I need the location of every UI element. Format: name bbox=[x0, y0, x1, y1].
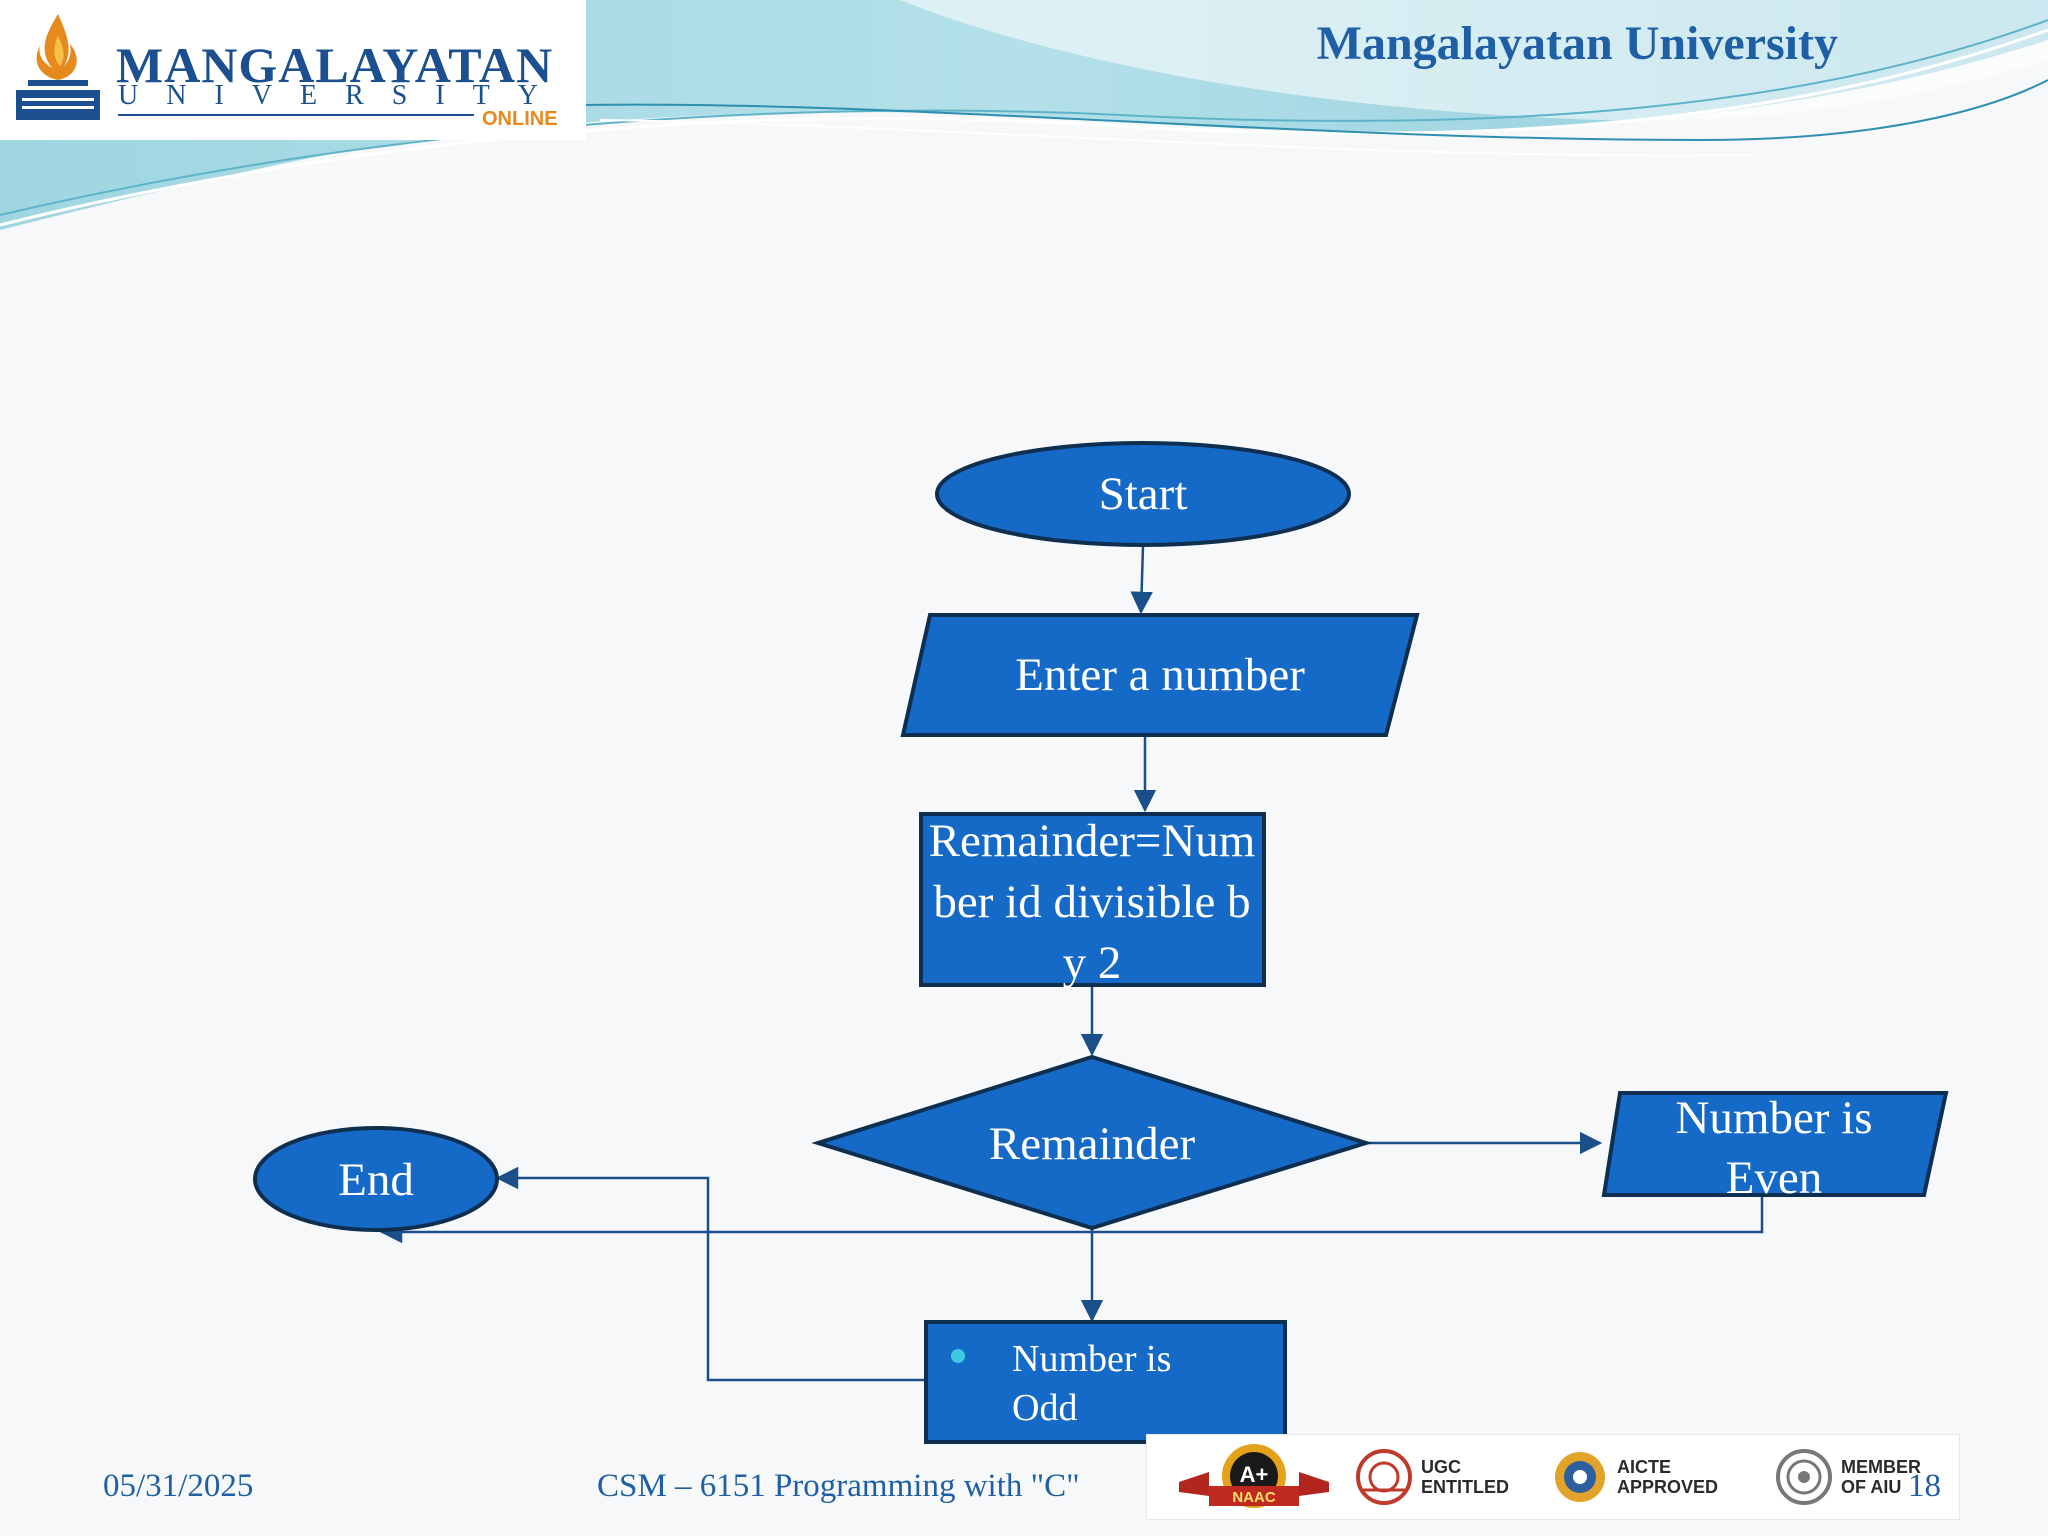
page-number: 18 bbox=[1908, 1468, 1941, 1504]
footer-date: 05/31/2025 bbox=[103, 1468, 254, 1504]
logo-name: MANGALAYATAN bbox=[116, 37, 554, 93]
end-label: End bbox=[338, 1154, 414, 1206]
decision-label: Remainder bbox=[988, 1118, 1196, 1170]
start-label: Start bbox=[1098, 468, 1188, 520]
start-terminal bbox=[935, 441, 1351, 547]
connector-start-to-input bbox=[1130, 545, 1153, 615]
footer-course: CSM – 6151 Programming with "C" bbox=[597, 1468, 1080, 1504]
accreditation-badges: A+ NAAC UGC ENTITLED AICTE APPROVED bbox=[1146, 1434, 1960, 1520]
odd-label: Number is Odd bbox=[1012, 1338, 1172, 1429]
odd-output-box bbox=[924, 1320, 1287, 1444]
connector-even-to-end bbox=[379, 1196, 1764, 1244]
process-box bbox=[919, 812, 1266, 987]
logo-rule bbox=[118, 114, 474, 116]
svg-text:A+: A+ bbox=[1240, 1462, 1269, 1487]
flame-emblem-icon bbox=[16, 14, 100, 120]
aicte-badge: AICTE APPROVED bbox=[1551, 1435, 1718, 1519]
aicte-badge-text: AICTE APPROVED bbox=[1617, 1457, 1719, 1497]
naac-badge-icon: A+ NAAC bbox=[1179, 1444, 1329, 1508]
aiu-badge: MEMBER OF AIU bbox=[1775, 1435, 1921, 1519]
university-logo: MANGALAYATAN UNIVERSITY ONLINE bbox=[0, 0, 586, 140]
ugc-emblem-icon bbox=[1356, 1449, 1412, 1505]
even-output-parallelogram bbox=[1601, 1091, 1949, 1197]
bullet-icon bbox=[951, 1349, 965, 1363]
aicte-emblem-icon bbox=[1555, 1452, 1605, 1502]
logo-online: ONLINE bbox=[482, 108, 558, 130]
logo-subtitle: UNIVERSITY bbox=[118, 80, 566, 111]
end-terminal bbox=[253, 1126, 499, 1232]
university-title: Mangalayatan University bbox=[1316, 17, 1838, 70]
input-label: Enter a number bbox=[1015, 649, 1305, 701]
ugc-badge-text: UGC ENTITLED bbox=[1421, 1457, 1509, 1497]
even-label: Number is Even bbox=[1675, 1092, 1873, 1204]
naac-badge: A+ NAAC bbox=[1179, 1435, 1329, 1519]
aiu-emblem-icon bbox=[1776, 1449, 1832, 1505]
input-parallelogram bbox=[900, 613, 1420, 737]
decision-diamond bbox=[811, 1054, 1373, 1231]
connector-odd-to-end bbox=[495, 1166, 926, 1382]
ugc-badge: UGC ENTITLED bbox=[1355, 1435, 1509, 1519]
aiu-badge-text: MEMBER OF AIU bbox=[1841, 1457, 1921, 1497]
svg-text:NAAC: NAAC bbox=[1232, 1489, 1275, 1506]
process-label: Remainder=Number id divisible by 2 bbox=[928, 814, 1256, 989]
